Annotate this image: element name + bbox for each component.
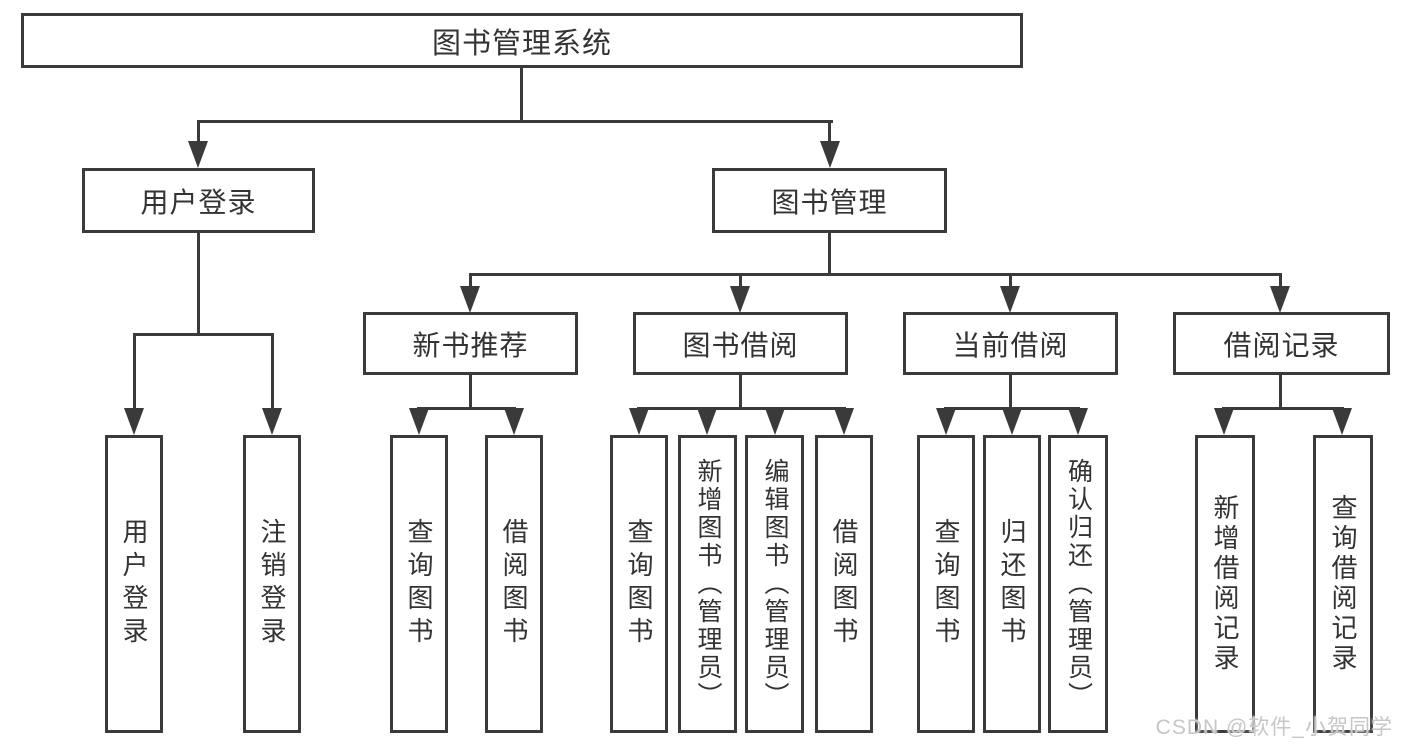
arrowhead-g2-edit-book [765, 408, 785, 435]
connector-user-login-stem [197, 233, 200, 335]
connector-g2-stem [739, 375, 742, 409]
node-library-management-system: 图书管理系统 [21, 13, 1023, 68]
connector-to-leaf-logout [271, 333, 274, 410]
leaf-logout: 注销登录 [243, 435, 301, 733]
arrowhead-g2-borrow-books [834, 408, 854, 435]
connector-to-new-book [469, 273, 472, 289]
connector-g2-branch [637, 407, 846, 410]
arrowhead-book-management [820, 141, 840, 168]
connector-to-leaf-user-login [133, 333, 136, 410]
node-new-book-recommendation: 新书推荐 [363, 312, 578, 375]
connector-g4-branch [1222, 407, 1344, 410]
arrowhead-current-borrowing [1000, 286, 1020, 313]
arrowhead-leaf-logout [262, 408, 282, 435]
connector-g1-stem [469, 375, 472, 409]
connector-g1-branch [417, 407, 516, 410]
connector-g4-stem [1279, 375, 1282, 409]
arrowhead-g3-return-books [1002, 408, 1022, 435]
arrowhead-new-book [460, 286, 480, 313]
leaf-confirm-return-admin: 确认归还（管理员） [1048, 435, 1108, 733]
leaf-query-books-3: 查询图书 [917, 435, 975, 733]
connector-g3-stem [1009, 375, 1012, 409]
connector-root-to-book-management [828, 120, 831, 145]
arrowhead-leaf-user-login [124, 408, 144, 435]
leaf-add-borrow-record: 新增借阅记录 [1195, 435, 1255, 733]
csdn-watermark: CSDN @软件_小贺同学 [1155, 716, 1393, 739]
connector-root-branch [197, 120, 833, 123]
leaf-query-books-1: 查询图书 [390, 435, 448, 733]
connector-book-management-stem [828, 233, 831, 275]
connector-root-to-user-login [197, 120, 200, 145]
leaf-borrow-books-1: 借阅图书 [485, 435, 543, 733]
connector-to-borrowing-records [1279, 273, 1282, 289]
leaf-user-login: 用户登录 [105, 435, 163, 733]
arrowhead-borrowing-records [1270, 286, 1290, 313]
node-book-management: 图书管理 [712, 168, 947, 233]
leaf-edit-book-admin: 编辑图书（管理员） [745, 435, 804, 733]
leaf-borrow-books-2: 借阅图书 [815, 435, 873, 733]
arrowhead-g4-query-record [1332, 408, 1352, 435]
connector-to-current-borrowing [1009, 273, 1012, 289]
connector-book-management-branch [469, 273, 1282, 276]
arrowhead-g4-add-record [1214, 408, 1234, 435]
connector-root-stem [520, 68, 523, 122]
arrowhead-book-borrowing [730, 286, 750, 313]
arrowhead-g3-confirm-return [1068, 408, 1088, 435]
arrowhead-g2-add-book [697, 408, 717, 435]
leaf-return-books: 归还图书 [983, 435, 1041, 733]
arrowhead-g1-borrow-books [504, 408, 524, 435]
leaf-add-book-admin: 新增图书（管理员） [678, 435, 737, 733]
node-user-login: 用户登录 [82, 168, 315, 233]
arrowhead-g3-query-books [936, 408, 956, 435]
arrowhead-user-login [188, 141, 208, 168]
node-book-borrowing: 图书借阅 [633, 312, 848, 375]
leaf-query-books-2: 查询图书 [610, 435, 668, 733]
arrowhead-g2-query-books [629, 408, 649, 435]
node-borrowing-records: 借阅记录 [1173, 312, 1390, 375]
node-current-borrowing: 当前借阅 [903, 312, 1118, 375]
connector-user-login-branch [133, 333, 274, 336]
connector-to-book-borrowing [739, 273, 742, 289]
leaf-query-borrow-record: 查询借阅记录 [1313, 435, 1373, 733]
arrowhead-g1-query-books [409, 408, 429, 435]
